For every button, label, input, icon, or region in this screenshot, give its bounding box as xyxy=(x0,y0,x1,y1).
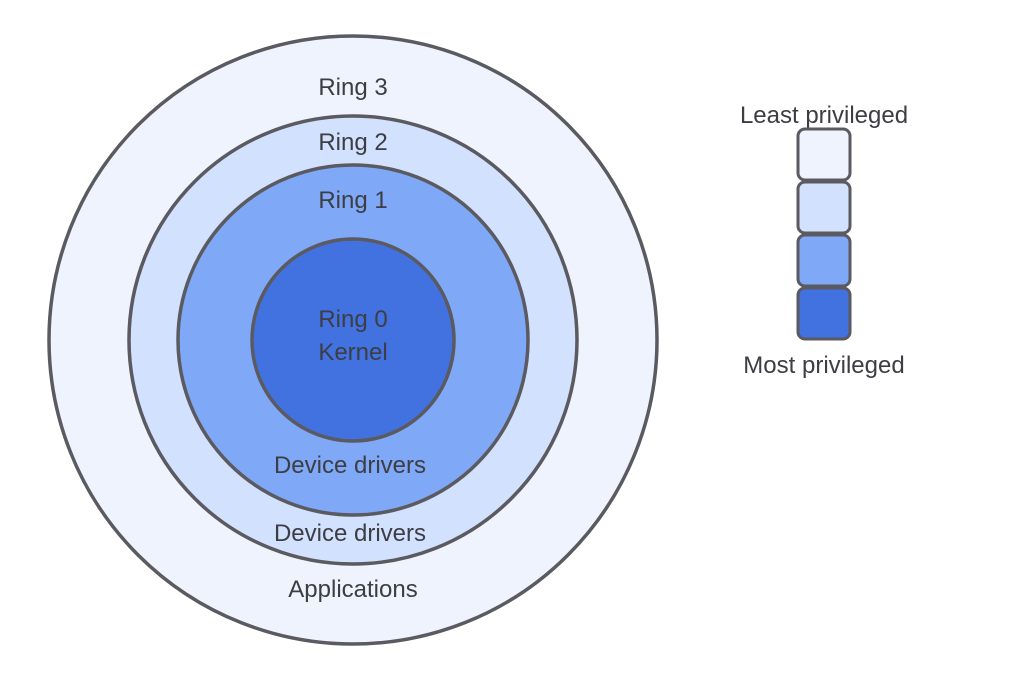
legend-swatch-least xyxy=(796,127,852,182)
ring-3-label: Ring 3 xyxy=(318,74,387,101)
legend-swatch-high xyxy=(796,233,852,288)
ring-1-role-label: Device drivers xyxy=(274,452,426,479)
ring-3-role-label: Applications xyxy=(288,576,417,603)
legend-swatch-most xyxy=(796,286,852,341)
ring-0-label: Ring 0 xyxy=(318,306,387,333)
ring-0-role-label: Kernel xyxy=(318,339,387,366)
legend-swatch-low xyxy=(796,180,852,235)
ring-2-role-label: Device drivers xyxy=(274,520,426,547)
privilege-legend: Least privileged Most privileged xyxy=(740,102,908,379)
ring-1-label: Ring 1 xyxy=(318,187,387,214)
legend-bottom-label: Most privileged xyxy=(743,352,904,379)
rings-group xyxy=(47,34,659,646)
ring-0-circle xyxy=(250,237,456,443)
ring-labels: Ring 3 Ring 2 Ring 1 Ring 0 Kernel Devic… xyxy=(274,74,426,603)
ring-2-label: Ring 2 xyxy=(318,129,387,156)
legend-top-label: Least privileged xyxy=(740,102,908,129)
